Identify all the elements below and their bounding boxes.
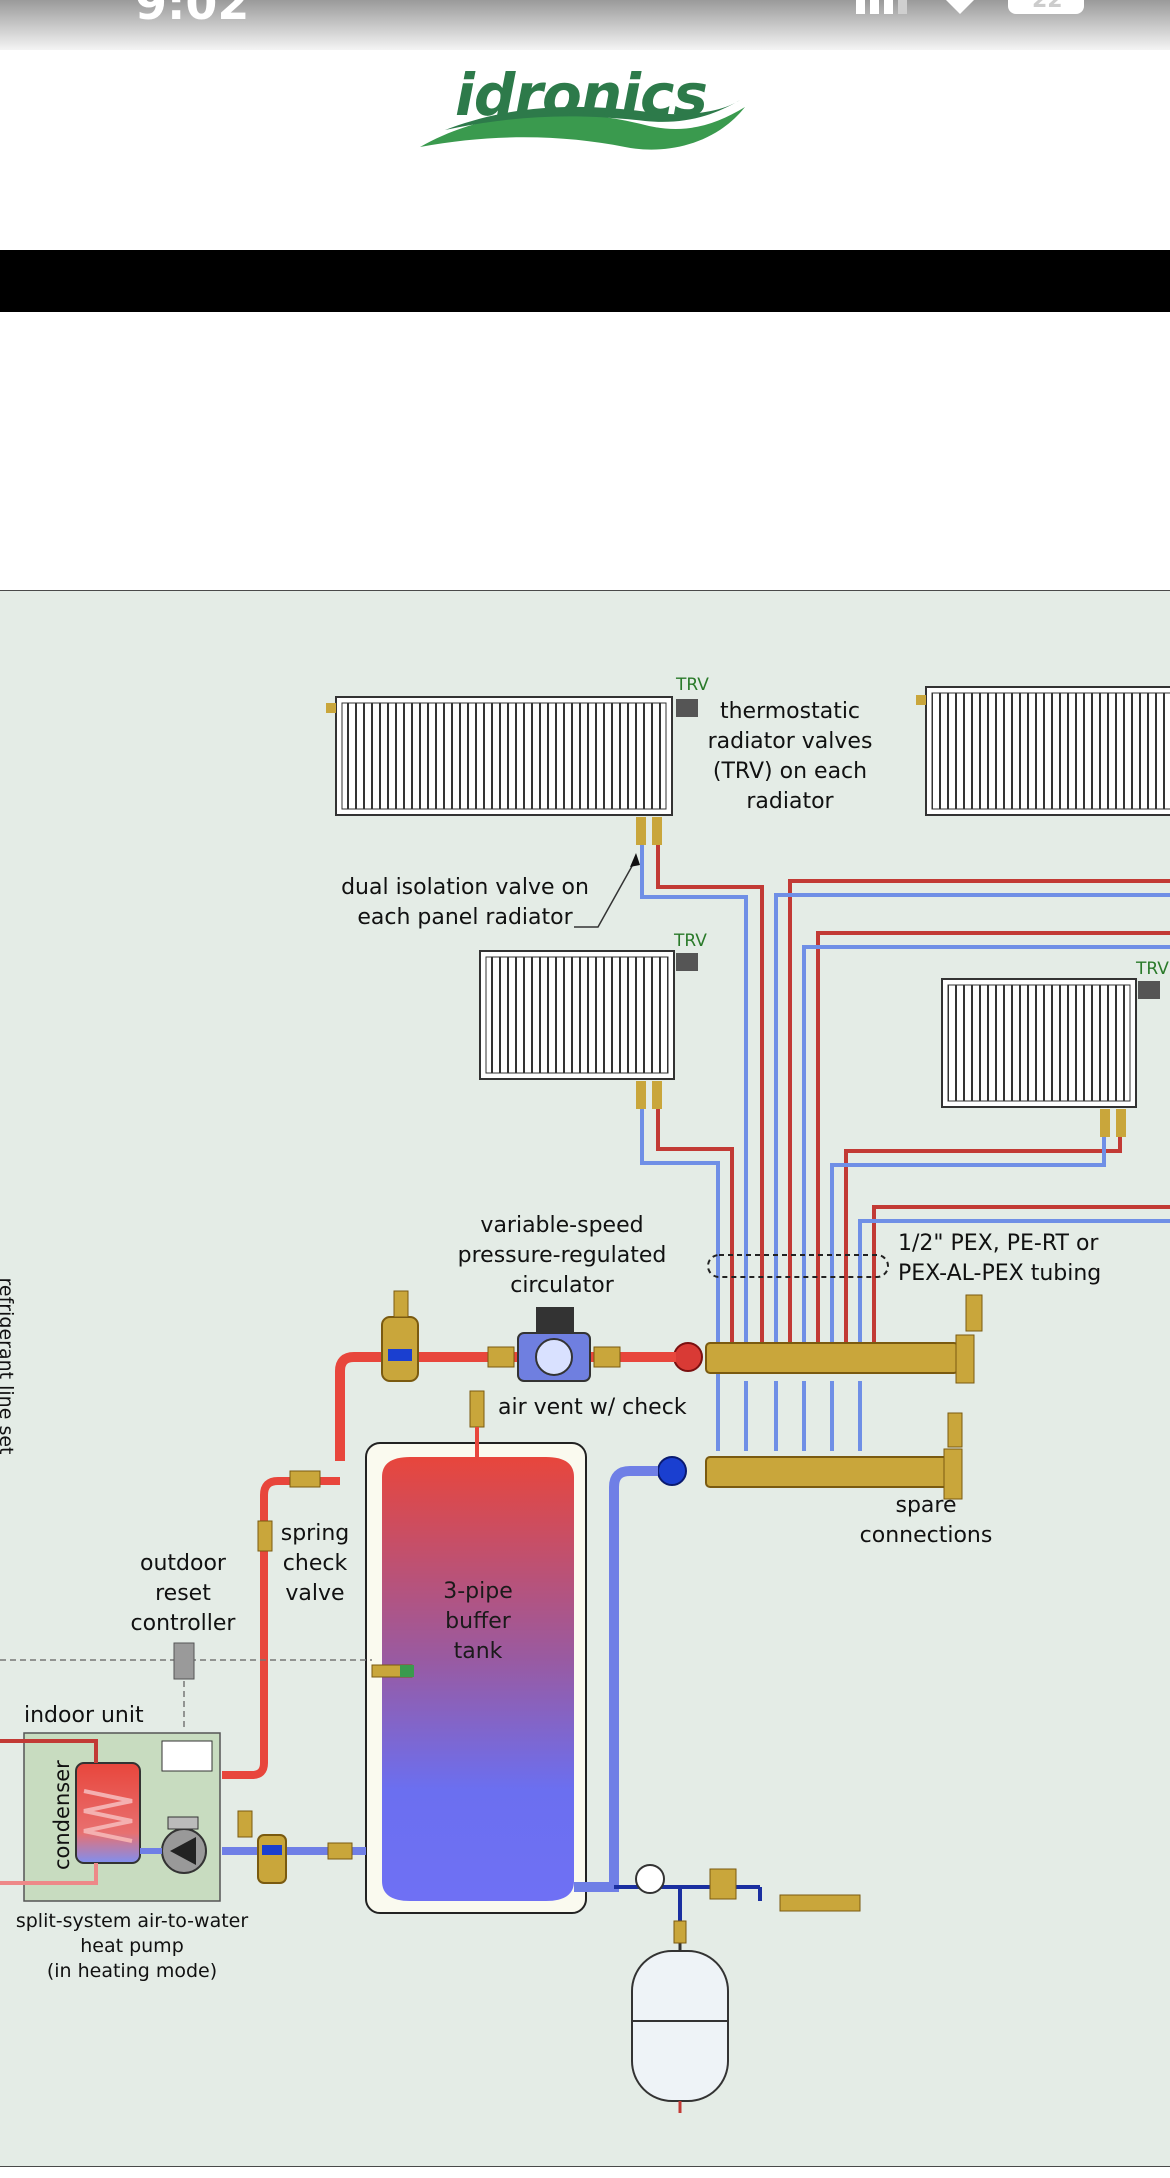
wifi-icon: [946, 0, 974, 14]
battery-level: 22: [1032, 0, 1063, 13]
indoor-unit: [0, 1732, 221, 1902]
expansion-tank: [631, 1920, 729, 2113]
pressure-gauge-icon: [635, 1864, 665, 1894]
idronics-logo: idronics: [415, 55, 745, 165]
trv-tag: TRV: [1136, 959, 1169, 979]
panel-radiator-1: [326, 696, 698, 845]
trv-tag: TRV: [674, 931, 707, 951]
tubing-callout: [707, 1254, 889, 1278]
outdoor-reset-controller: [173, 1642, 195, 1680]
circulator-pump: [487, 1307, 621, 1382]
supply-manifold: [673, 1294, 983, 1384]
signal-icon: [856, 0, 907, 14]
logo-text: idronics: [455, 61, 708, 129]
air-separator: [381, 1290, 419, 1382]
logo-swoosh-icon: [420, 100, 745, 150]
return-manifold: [657, 1412, 963, 1500]
buffer-tank: [365, 1390, 587, 1914]
status-bar: 9:02 22: [0, 0, 1170, 50]
panel-radiator-2: [479, 950, 698, 1109]
status-time: 9:02: [135, 0, 250, 30]
refrigerant-line-label: refrigerant line set: [0, 1277, 17, 1455]
schematic-drawing: [0, 686, 1170, 2113]
battery-icon: 22: [1008, 0, 1084, 14]
panel-radiator-3: [941, 978, 1160, 1137]
condenser-label: condenser: [50, 1760, 74, 1870]
indoor-unit-label: indoor unit: [24, 1703, 144, 1728]
panel-radiator-4: [916, 686, 1170, 816]
trv-tag: TRV: [676, 675, 709, 695]
pressure-reducing-valve: [709, 1868, 861, 1912]
dirt-separator: [237, 1810, 287, 1884]
spring-check-valve: [257, 1470, 321, 1552]
header-bar: [0, 250, 1170, 312]
air-vent-label: air vent w/ check: [498, 1395, 687, 1420]
